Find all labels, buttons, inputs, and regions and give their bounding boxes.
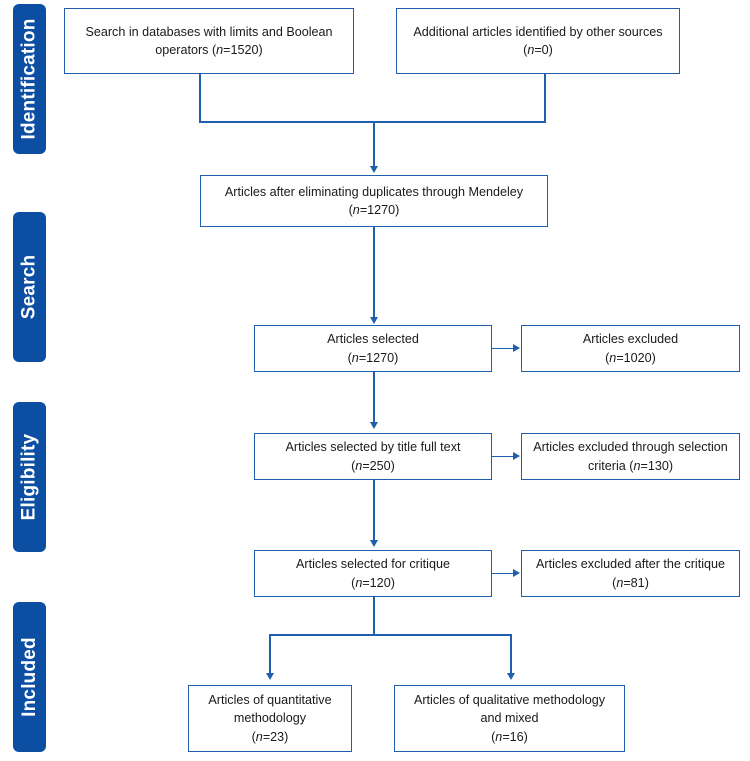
box-articles-excluded-text: Articles excluded(n=1020) — [582, 332, 679, 365]
box-selected-for-critique: Articles selected for critique(n=120) — [254, 550, 492, 597]
stage-label-identification: Identification — [18, 18, 40, 140]
connector-split-left — [269, 634, 271, 674]
box-selected-for-critique-text: Articles selected for critique(n=120) — [296, 557, 450, 590]
stage-bar-eligibility: Eligibility — [13, 402, 46, 552]
arrow-to-critique-icon — [369, 540, 378, 547]
box-additional-sources-text: Additional articles identified by other … — [413, 24, 663, 57]
stage-bar-search: Search — [13, 212, 46, 362]
arrow-to-excluded-after-critique-icon — [513, 569, 520, 577]
stage-label-eligibility: Eligibility — [18, 433, 40, 521]
connector-duplicates-to-selected — [373, 227, 375, 318]
arrow-to-quantitative-icon — [265, 673, 274, 680]
arrow-to-title-fulltext-icon — [369, 422, 378, 429]
box-databases-search: Search in databases with limits and Bool… — [64, 8, 354, 74]
connector-additional-down — [544, 74, 546, 122]
arrow-to-qualitative-icon — [506, 673, 515, 680]
connector-split-right — [510, 634, 512, 674]
stage-label-search: Search — [18, 254, 40, 320]
box-duplicates-removed: Articles after eliminating duplicates th… — [200, 175, 548, 227]
box-excluded-after-critique: Articles excluded after the critique(n=8… — [521, 550, 740, 597]
arrow-to-criteria-excluded-icon — [513, 452, 520, 460]
stage-bar-included: Included — [13, 602, 46, 752]
connector-critique-to-excluded — [492, 572, 514, 575]
stage-label-included: Included — [18, 637, 40, 717]
box-duplicates-removed-text: Articles after eliminating duplicates th… — [224, 184, 524, 217]
connector-selected-to-title-fulltext — [373, 372, 375, 423]
box-articles-selected-text: Articles selected(n=1270) — [327, 332, 419, 365]
arrow-to-articles-excluded-icon — [513, 344, 520, 352]
connector-selected-to-excluded — [492, 347, 514, 350]
box-articles-selected: Articles selected(n=1270) — [254, 325, 492, 372]
box-databases-search-text: Search in databases with limits and Bool… — [85, 24, 333, 57]
connector-databases-down — [199, 74, 201, 122]
box-selected-by-title-fulltext: Articles selected by title full text(n=2… — [254, 433, 492, 480]
connector-title-to-criteria-excluded — [492, 455, 514, 458]
box-selected-by-title-fulltext-text: Articles selected by title full text(n=2… — [285, 440, 461, 473]
connector-split-horizontal — [269, 634, 511, 636]
box-articles-excluded: Articles excluded(n=1020) — [521, 325, 740, 372]
connector-title-to-critique — [373, 480, 375, 541]
connector-merge-horizontal — [199, 121, 546, 123]
box-excluded-after-critique-text: Articles excluded after the critique(n=8… — [536, 557, 725, 590]
connector-critique-down — [373, 597, 375, 635]
arrow-to-articles-selected-icon — [369, 317, 378, 324]
box-additional-sources: Additional articles identified by other … — [396, 8, 680, 74]
connector-merge-to-duplicates — [373, 121, 375, 167]
stage-bar-identification: Identification — [13, 4, 46, 154]
arrow-to-duplicates-icon — [369, 166, 378, 173]
